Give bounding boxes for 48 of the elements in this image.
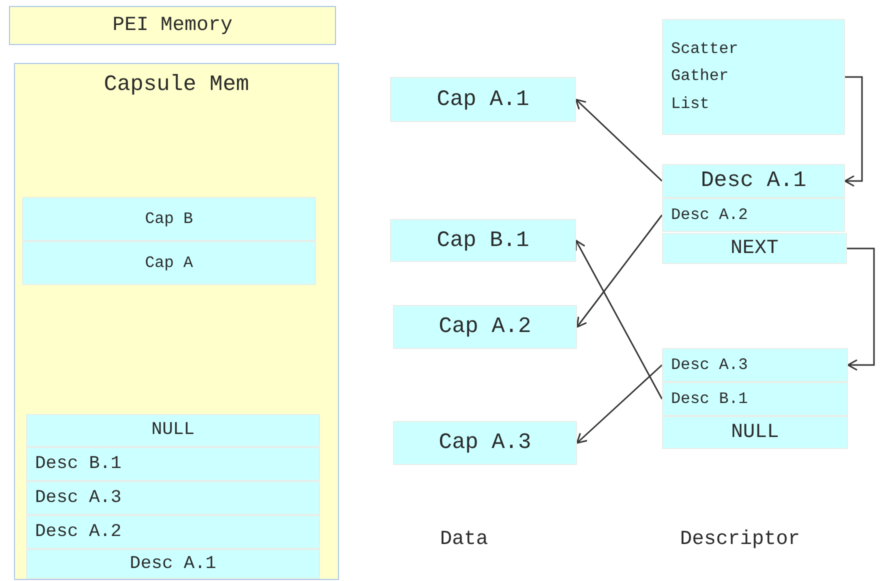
memory-cell — [26, 414, 320, 447]
arrow — [575, 240, 663, 400]
cell-label: Cap A — [144, 254, 193, 272]
arrow — [844, 76, 863, 187]
memory-cell — [662, 198, 845, 232]
cell-label: Desc B.1 — [35, 454, 122, 474]
arrow — [847, 248, 875, 371]
cell-label: Cap B — [144, 210, 193, 228]
cell-label: Cap A.3 — [438, 430, 532, 456]
memory-cell — [662, 233, 847, 264]
cell-label: Cap A.1 — [436, 86, 530, 112]
memory-cell — [662, 416, 848, 449]
memory-region — [14, 63, 339, 580]
memory-cell — [662, 164, 845, 198]
memory-cell — [26, 447, 320, 481]
cell-label: Desc A.2 — [671, 206, 748, 224]
memory-cell — [26, 549, 320, 579]
column-caption: Data — [440, 528, 488, 551]
region-title: Capsule Mem — [104, 72, 250, 98]
cell-label: Cap A.2 — [438, 314, 532, 340]
memory-cell — [662, 382, 848, 416]
cell-label: PEI Memory — [112, 14, 233, 37]
memory-cell — [22, 241, 316, 285]
memory-cell — [393, 305, 577, 349]
cell-label: Desc A.1 — [130, 554, 216, 574]
cell-label: Scatter Gather List — [671, 39, 740, 115]
cell-label: NULL — [730, 421, 779, 444]
memory-cell — [26, 515, 320, 549]
cell-label: Desc A.1 — [700, 168, 806, 194]
cell-label: Desc B.1 — [671, 390, 748, 408]
memory-cell — [26, 481, 320, 515]
cell-label: Desc A.3 — [671, 356, 748, 374]
memory-cell — [662, 348, 848, 382]
memory-cell — [22, 197, 316, 241]
arrow — [576, 364, 662, 444]
memory-cell — [9, 6, 336, 45]
cell-label: NULL — [151, 420, 195, 441]
memory-cell — [662, 19, 845, 135]
memory-cell — [390, 77, 576, 122]
arrow — [576, 214, 663, 328]
cell-label: Desc A.3 — [35, 488, 122, 508]
arrow — [575, 98, 663, 182]
column-caption: Descriptor — [680, 528, 800, 551]
memory-cell — [390, 219, 576, 262]
cell-label: Desc A.2 — [35, 522, 122, 542]
cell-label: Cap B.1 — [436, 228, 530, 254]
memory-cell — [393, 421, 577, 465]
cell-label: NEXT — [730, 237, 778, 260]
